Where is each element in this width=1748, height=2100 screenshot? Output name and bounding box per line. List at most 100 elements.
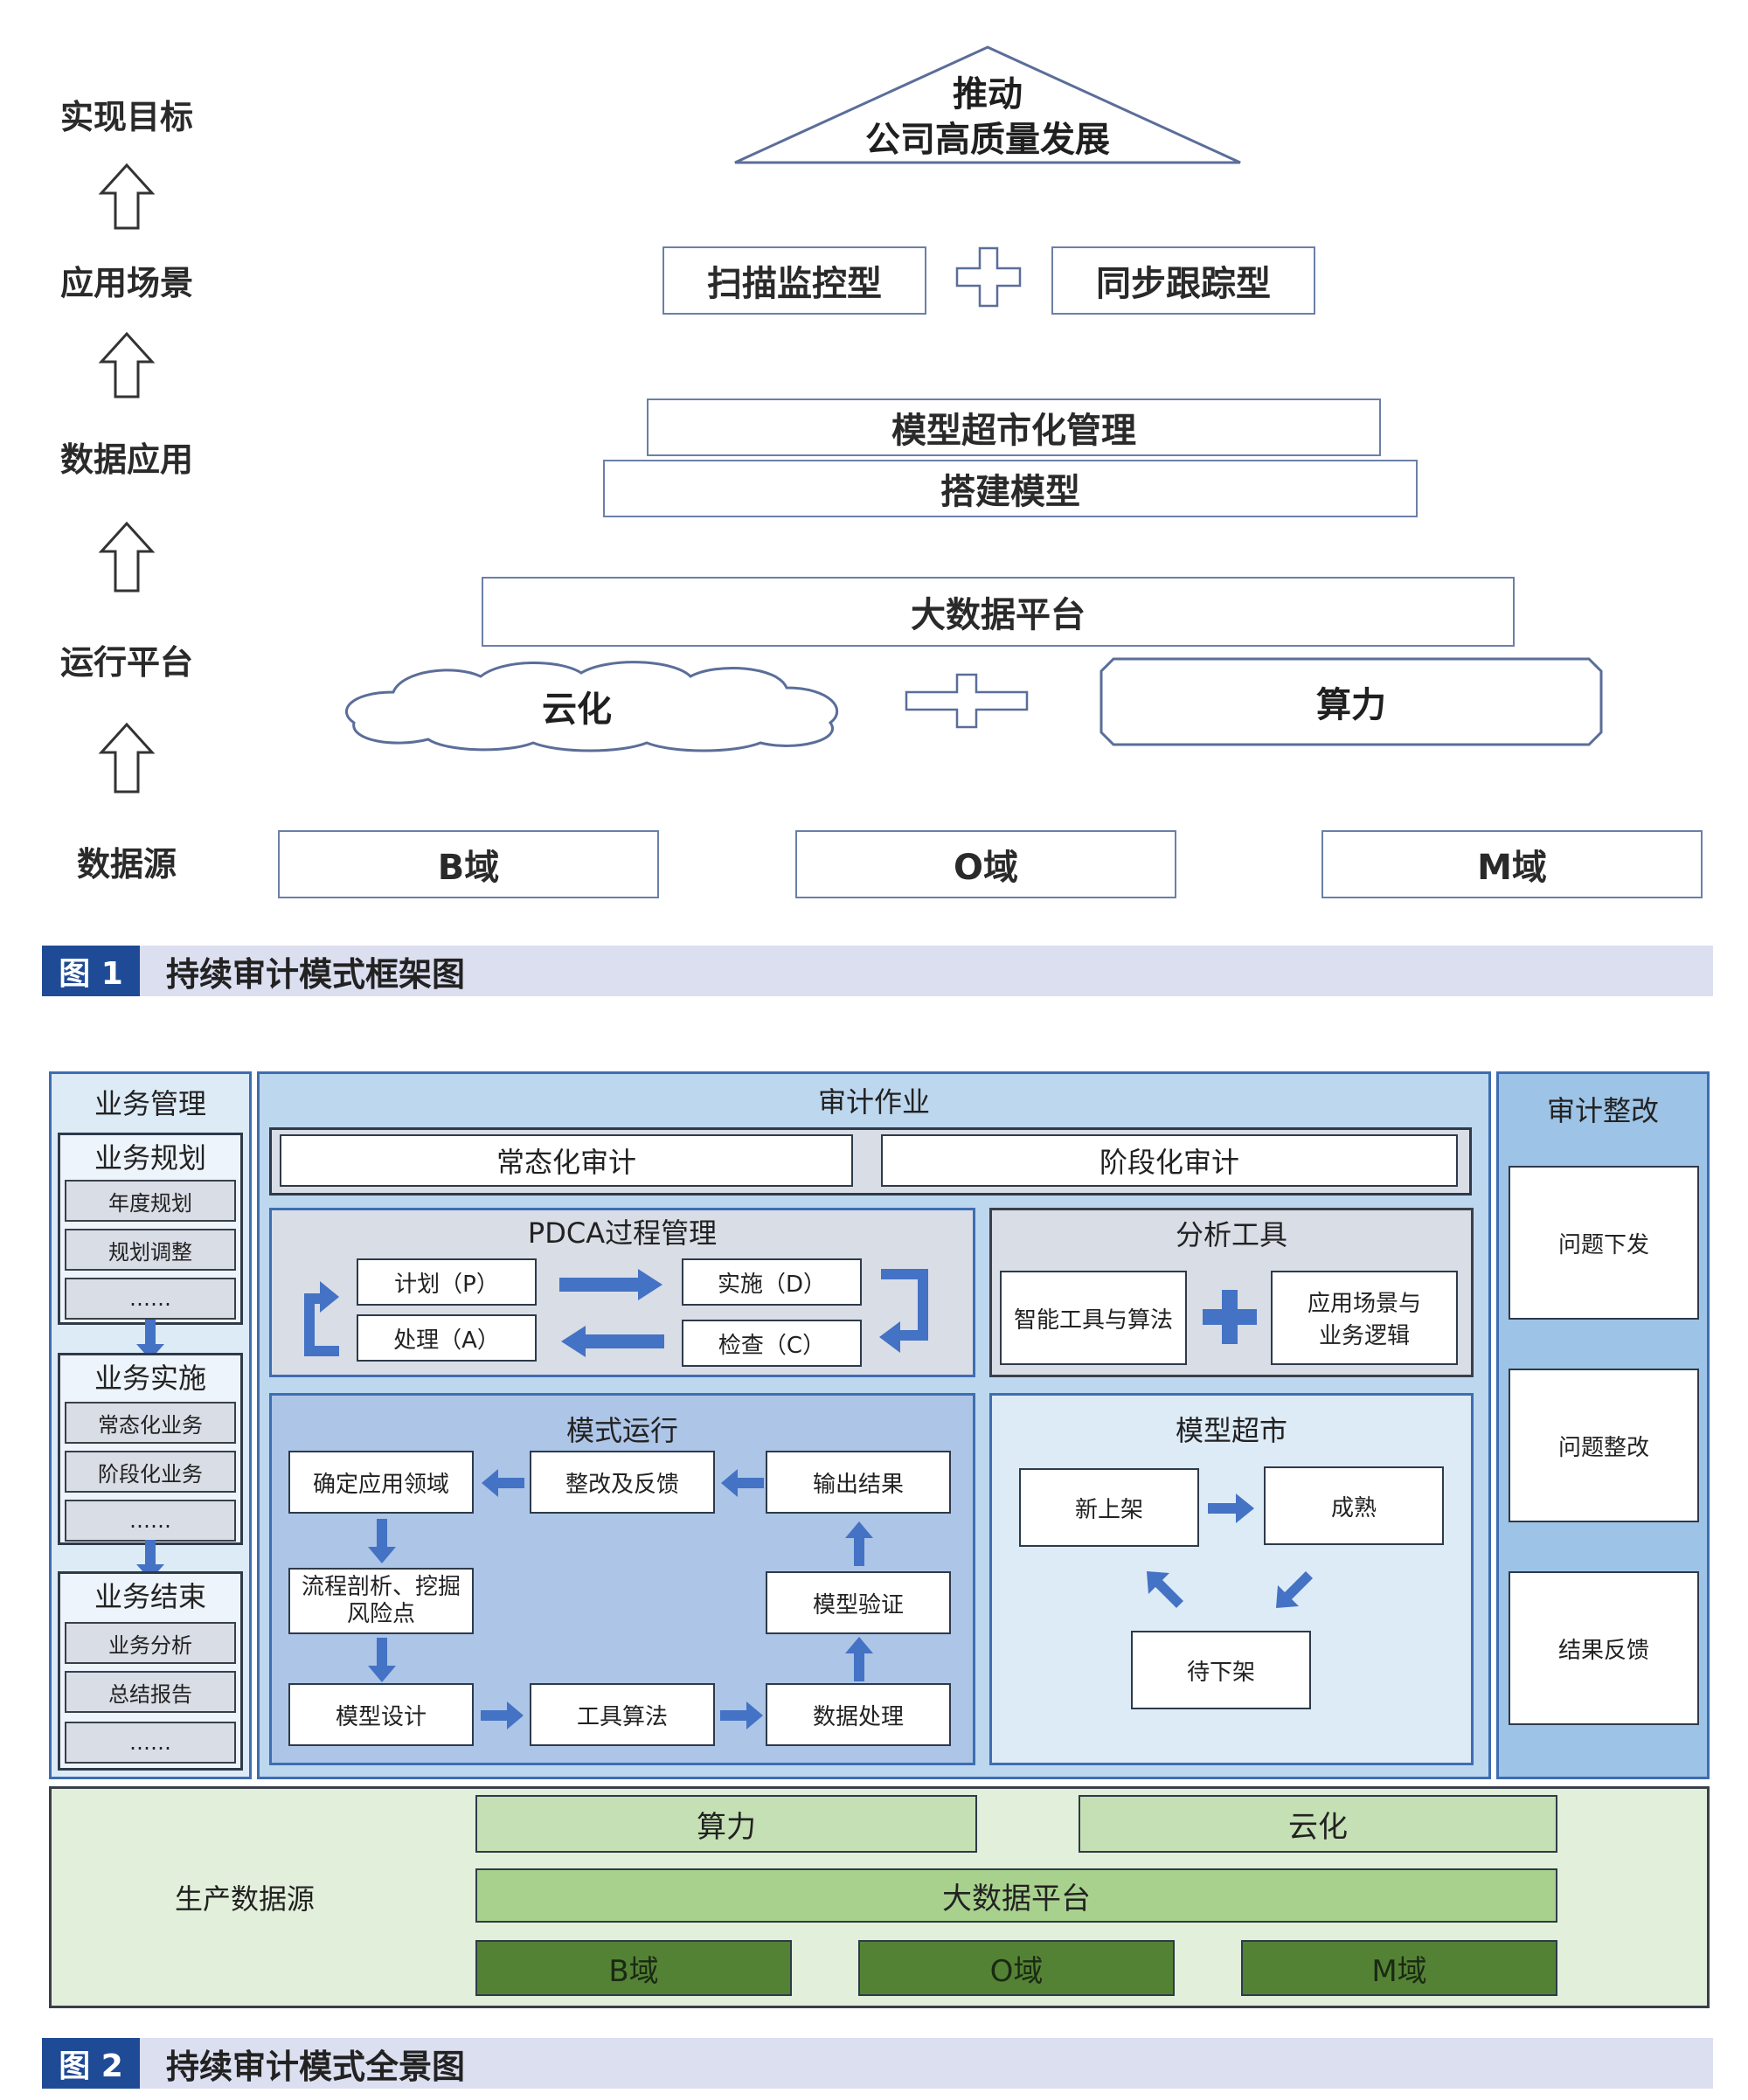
biz-mgmt-title: 业务管理 — [94, 1087, 206, 1120]
pdca-title: PDCA过程管理 — [527, 1216, 718, 1250]
up-arrow-icon — [98, 163, 156, 230]
tools-scenario-line2: 业务逻辑 — [1318, 1323, 1410, 1349]
goal-line2: 公司高质量发展 — [865, 120, 1110, 160]
up-arrow-icon — [98, 722, 156, 794]
domain-o: O域 — [795, 830, 1176, 898]
down-arrow-icon — [368, 1519, 396, 1563]
goal-line1: 推动 — [953, 74, 1023, 114]
tools-title: 分析工具 — [1175, 1218, 1287, 1251]
mode-rectify: 整改及反馈 — [530, 1451, 715, 1514]
tools-scenario-line1: 应用场景与 — [1307, 1291, 1421, 1317]
down-arrow-icon — [136, 1540, 164, 1580]
plus-icon — [905, 673, 1029, 729]
phase-audit: 阶段化审计 — [881, 1134, 1458, 1187]
compute-box — [1099, 657, 1603, 746]
market-mature: 成熟 — [1264, 1466, 1444, 1545]
pdca-plan: 计划（P） — [357, 1258, 537, 1306]
prod-domain-m: M域 — [1241, 1940, 1557, 1996]
regular-audit: 常态化审计 — [280, 1134, 853, 1187]
biz-impl-title: 业务实施 — [94, 1362, 206, 1395]
rect-issue-fix: 问题整改 — [1509, 1369, 1699, 1522]
mode-design: 模型设计 — [288, 1683, 474, 1746]
left-arrow-icon — [482, 1469, 524, 1497]
prod-big-data: 大数据平台 — [475, 1868, 1557, 1923]
market-new: 新上架 — [1019, 1468, 1199, 1547]
market-panel — [989, 1393, 1474, 1765]
scenario-scan-monitor: 扫描监控型 — [662, 246, 926, 315]
caption-text: 持续审计模式全景图 — [166, 2047, 466, 2086]
biz-end-item: 业务分析 — [65, 1622, 236, 1664]
level-source: 数据源 — [76, 844, 177, 884]
up-arrow-icon — [98, 521, 156, 593]
biz-plan-item: 年度规划 — [65, 1180, 236, 1222]
biz-end-title: 业务结束 — [94, 1580, 206, 1613]
prod-domain-o: O域 — [858, 1940, 1175, 1996]
audit-ops-title: 审计作业 — [817, 1085, 930, 1119]
level-platform: 运行平台 — [59, 642, 193, 682]
biz-plan-title: 业务规划 — [94, 1141, 206, 1175]
plus-icon — [955, 246, 1022, 308]
right-arrow-icon — [720, 1701, 763, 1729]
right-arrow-icon — [1208, 1494, 1254, 1523]
rectification-title: 审计整改 — [1546, 1094, 1659, 1127]
market-title: 模型超市 — [1175, 1414, 1287, 1447]
biz-plan-item: 规划调整 — [65, 1229, 236, 1271]
mode-process-line2: 风险点 — [346, 1601, 415, 1627]
down-arrow-icon — [136, 1320, 164, 1360]
prod-compute: 算力 — [475, 1795, 977, 1853]
compute-label: 算力 — [1316, 685, 1386, 725]
scenario-sync-track: 同步跟踪型 — [1051, 246, 1315, 315]
mode-tool-algo: 工具算法 — [530, 1683, 715, 1746]
tools-scenario: 应用场景与 业务逻辑 — [1271, 1271, 1458, 1365]
down-arrow-icon — [368, 1638, 396, 1682]
biz-impl-item: 常态化业务 — [65, 1402, 236, 1444]
right-arrow-icon — [559, 1269, 662, 1300]
production-label: 生产数据源 — [174, 1882, 315, 1916]
caption-bar — [42, 946, 1713, 996]
build-model: 搭建模型 — [603, 460, 1418, 517]
up-left-arrow-icon — [1147, 1571, 1183, 1608]
left-arrow-icon — [561, 1326, 664, 1357]
mode-data-proc: 数据处理 — [766, 1683, 951, 1746]
mode-title: 模式运行 — [565, 1414, 678, 1447]
rect-issue-dispatch: 问题下发 — [1509, 1166, 1699, 1320]
mode-define: 确定应用领域 — [288, 1451, 474, 1514]
cycle-arrow-icon — [304, 1281, 339, 1356]
down-left-arrow-icon — [1276, 1571, 1313, 1608]
big-data-platform: 大数据平台 — [482, 577, 1515, 647]
right-arrow-icon — [481, 1701, 524, 1729]
prod-cloud: 云化 — [1079, 1795, 1557, 1853]
domain-b: B域 — [278, 830, 659, 898]
mode-output: 输出结果 — [766, 1451, 951, 1514]
mode-verify: 模型验证 — [766, 1571, 951, 1634]
cloud-label: 云化 — [542, 690, 612, 730]
biz-end-item: 总结报告 — [65, 1671, 236, 1713]
biz-impl-item: …… — [65, 1500, 236, 1542]
prod-domain-b: B域 — [475, 1940, 792, 1996]
level-scenario: 应用场景 — [59, 263, 193, 302]
domain-m: M域 — [1321, 830, 1703, 898]
rect-result-feedback: 结果反馈 — [1509, 1571, 1699, 1725]
cycle-arrow-icon — [879, 1269, 928, 1353]
level-goal: 实现目标 — [59, 97, 193, 136]
up-arrow-icon — [845, 1521, 873, 1566]
caption-number: 图 2 — [42, 2038, 140, 2089]
cloud-icon — [344, 661, 839, 752]
mode-process-line1: 流程剖析、挖掘 — [301, 1573, 461, 1600]
pdca-act: 处理（A） — [357, 1314, 537, 1362]
left-arrow-icon — [721, 1469, 764, 1497]
biz-impl-item: 阶段化业务 — [65, 1451, 236, 1493]
mode-process: 流程剖析、挖掘 风险点 — [288, 1568, 474, 1634]
caption-text: 持续审计模式框架图 — [166, 954, 466, 994]
up-arrow-icon — [845, 1637, 873, 1681]
goal-triangle — [734, 45, 1241, 164]
tools-algo: 智能工具与算法 — [1000, 1271, 1187, 1365]
biz-end-item: …… — [65, 1722, 236, 1764]
caption-bar — [42, 2038, 1713, 2089]
up-arrow-icon — [98, 331, 156, 399]
level-data-app: 数据应用 — [59, 440, 193, 479]
plus-icon — [1203, 1290, 1257, 1344]
pdca-check: 检查（C） — [682, 1320, 862, 1367]
caption-number: 图 1 — [42, 946, 140, 996]
biz-plan-item: …… — [65, 1278, 236, 1320]
